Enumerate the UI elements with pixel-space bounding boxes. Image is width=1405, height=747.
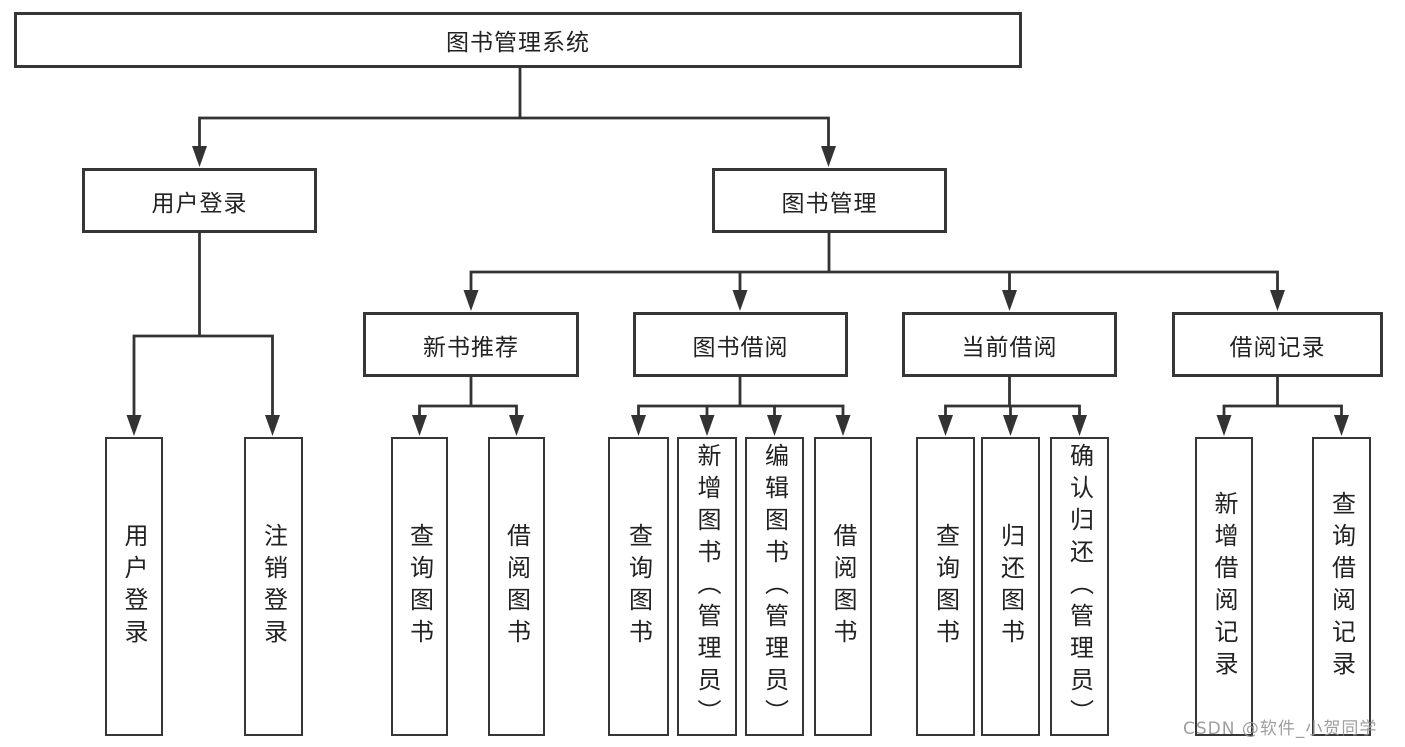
branch-node-label: 图书管理 [781,190,878,217]
module-node-label: 图书借阅 [692,334,789,361]
leaf-node-label: 新增借阅记录 [1210,490,1238,683]
leaf-node-query-borrow-record: 查询借阅记录 [1312,437,1371,736]
module-node-new-book-recommend: 新书推荐 [363,312,579,377]
leaf-node-label: 借阅图书 [829,522,857,651]
leaf-node-add-book-admin: 新增图书（管理员） [677,437,737,736]
leaf-node-confirm-return-admin: 确认归还（管理员） [1050,437,1109,736]
csdn-watermark: CSDN @软件_小贺同学 [1183,719,1378,739]
branch-node-book-management: 图书管理 [712,168,947,233]
module-node-book-borrowing: 图书借阅 [633,312,848,377]
module-node-label: 新书推荐 [423,334,519,361]
leaf-node-borrow-books-borrowing: 借阅图书 [814,437,872,736]
leaf-node-label: 新增图书（管理员） [693,442,721,731]
branch-node-label: 用户登录 [151,190,248,217]
leaf-node-label: 用户登录 [120,522,148,651]
leaf-node-logout: 注销登录 [244,437,303,736]
module-node-label: 借阅记录 [1229,334,1326,361]
leaf-node-label: 查询图书 [624,522,653,651]
leaf-node-user-login: 用户登录 [105,437,163,736]
leaf-node-label: 归还图书 [996,522,1025,651]
leaf-node-return-books: 归还图书 [981,437,1040,736]
leaf-node-query-books-recommend: 查询图书 [391,437,448,736]
leaf-node-query-books-borrowing: 查询图书 [608,437,669,736]
module-node-borrow-records: 借阅记录 [1172,312,1383,377]
leaf-node-label: 查询图书 [931,522,960,651]
leaf-node-label: 编辑图书（管理员） [760,442,789,731]
leaf-node-label: 查询借阅记录 [1327,490,1356,683]
module-node-label: 当前借阅 [961,334,1058,361]
leaf-node-add-borrow-record: 新增借阅记录 [1195,437,1253,736]
leaf-node-label: 借阅图书 [502,522,531,651]
leaf-node-label: 查询图书 [405,522,434,651]
leaf-node-label: 确认归还（管理员） [1065,442,1094,731]
leaf-node-edit-book-admin: 编辑图书（管理员） [745,437,804,736]
module-node-current-borrowing: 当前借阅 [902,312,1117,377]
arrowhead-icons [126,146,1349,436]
root-node-library-system: 图书管理系统 [14,12,1022,68]
leaf-node-label: 注销登录 [259,522,288,651]
leaf-node-borrow-books-recommend: 借阅图书 [488,437,545,736]
leaf-node-query-books-current: 查询图书 [916,437,975,736]
branch-node-user-login: 用户登录 [82,168,317,233]
root-node-label: 图书管理系统 [446,30,590,56]
